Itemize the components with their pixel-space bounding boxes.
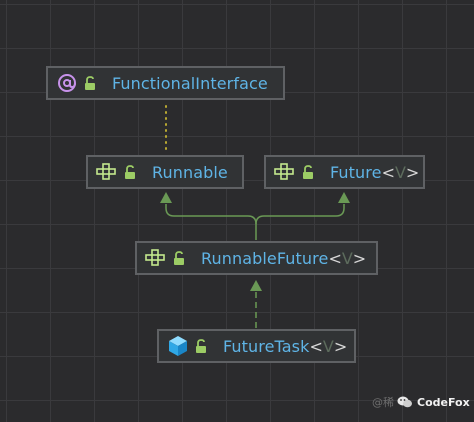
type-param-open: < (381, 162, 395, 182)
interface-blocks-icon (96, 161, 118, 183)
type-param-close: > (405, 162, 420, 182)
watermark-brand: CodeFox (417, 395, 470, 409)
annotation-at-icon (56, 72, 78, 94)
type-param-close: > (333, 336, 348, 356)
type-param-open: < (328, 248, 342, 268)
open-lock-icon (122, 163, 138, 181)
type-param: V (341, 248, 353, 268)
node-runnablefuture[interactable]: RunnableFuture<V> (135, 241, 378, 275)
open-lock-icon (82, 74, 98, 92)
wechat-icon (397, 395, 413, 409)
node-futuretask[interactable]: FutureTask<V> (157, 329, 356, 363)
open-lock-icon (300, 163, 316, 181)
node-name: Future (330, 162, 382, 182)
type-param: V (322, 336, 334, 356)
interface-blocks-icon (274, 161, 296, 183)
type-param-open: < (309, 336, 323, 356)
arrowhead-future (338, 192, 350, 203)
node-functionalinterface[interactable]: FunctionalInterface (46, 66, 285, 100)
node-name: FunctionalInterface (112, 73, 268, 93)
interface-blocks-icon (145, 247, 167, 269)
type-param-close: > (352, 248, 367, 268)
edge-runnablefuture-to-future (255, 204, 345, 225)
class-cube-icon (167, 335, 189, 357)
type-param: V (394, 162, 406, 182)
arrowhead-runnablefuture (250, 280, 262, 291)
node-name: FutureTask (223, 336, 310, 356)
node-name: Runnable (152, 162, 228, 182)
node-runnable[interactable]: Runnable (86, 155, 244, 189)
arrowhead-runnable (160, 192, 172, 203)
open-lock-icon (193, 337, 209, 355)
watermark: @稀 CodeFox (372, 394, 470, 410)
open-lock-icon (171, 249, 187, 267)
node-name: RunnableFuture (201, 248, 329, 268)
node-future[interactable]: Future<V> (264, 155, 425, 189)
watermark-prefix: @稀 (372, 396, 394, 409)
edge-runnablefuture-to-runnable (165, 204, 257, 240)
